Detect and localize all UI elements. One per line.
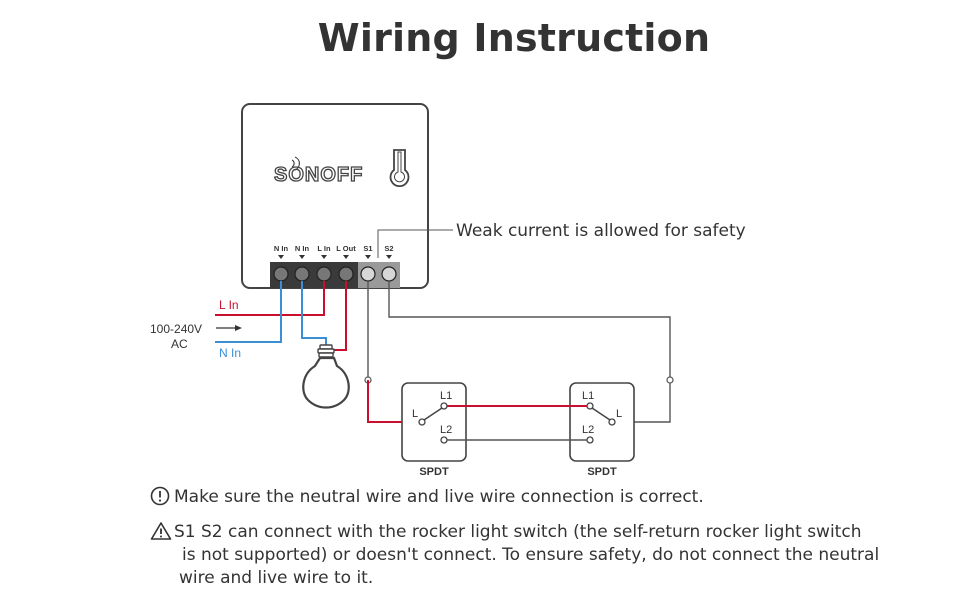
switch-left-l1-label: L1: [440, 390, 452, 402]
switch-right-common-label: L: [616, 408, 622, 420]
spdt-switch-left: L L1 L2 SPDT: [401, 382, 467, 478]
switch-right-l2-label: L2: [582, 424, 594, 436]
terminal-label-s2: S2: [384, 244, 393, 253]
page-title: Wiring Instruction: [317, 16, 711, 60]
switch-right-l1-label: L1: [582, 390, 594, 402]
wifi-icon: [291, 156, 300, 171]
terminal-label-s1: S1: [363, 244, 372, 253]
info-circle-icon: [150, 486, 174, 509]
wire-s2: [388, 281, 671, 423]
note-1-text: Make sure the neutral wire and live wire…: [174, 487, 704, 507]
brand-logo: SONOFF: [274, 164, 363, 186]
terminal-screw-l-out: [338, 266, 354, 282]
terminal-label-n-in-2: N In: [295, 244, 310, 253]
switch-left-l2-label: L2: [440, 424, 452, 436]
supply-neutral-label: N In: [219, 346, 241, 360]
spdt-switch-right: L L1 L2 SPDT: [569, 382, 635, 478]
terminal-label-n-in-1: N In: [274, 244, 289, 253]
note-2-line-1: S1 S2 can connect with the rocker light …: [174, 522, 862, 542]
note-2-line-2: is not supported) or doesn't connect. To…: [182, 545, 880, 565]
terminal-screw-n-in-1: [273, 266, 289, 282]
arrow-right-icon: [235, 325, 242, 331]
wire-neutral-in: [215, 281, 282, 343]
switch-left-common-label: L: [412, 408, 418, 420]
terminal-label-l-in: L In: [317, 244, 331, 253]
callout-text: Weak current is allowed for safety: [456, 221, 746, 241]
supply-type-label: AC: [171, 337, 188, 351]
switch-left-caption: SPDT: [419, 466, 449, 478]
light-bulb-icon: [302, 344, 350, 409]
wire-neutral-bulb: [301, 281, 327, 346]
warning-triangle-icon: [150, 521, 174, 544]
note-2-line-3: wire and live wire to it.: [179, 568, 374, 588]
terminal-screw-l-in: [316, 266, 332, 282]
callout-leader: [377, 229, 453, 258]
note-neutral-live: Make sure the neutral wire and live wire…: [150, 486, 704, 509]
pairing-button-icon: [389, 149, 410, 188]
terminal-label-l-out: L Out: [336, 244, 356, 253]
wire-live-out: [334, 281, 347, 351]
switch-right-caption: SPDT: [587, 466, 617, 478]
note-s1-s2: S1 S2 can connect with the rocker light …: [150, 521, 879, 590]
supply-live-label: L In: [219, 298, 239, 312]
sonoff-device: SONOFF N In N In L In L Out S1 S2: [241, 103, 429, 289]
supply-voltage-label: 100-240V: [150, 322, 202, 336]
terminal-screw-s1: [360, 266, 376, 282]
terminal-screw-n-in-2: [294, 266, 310, 282]
wire-live-in: [215, 281, 325, 316]
terminal-screw-s2: [381, 266, 397, 282]
